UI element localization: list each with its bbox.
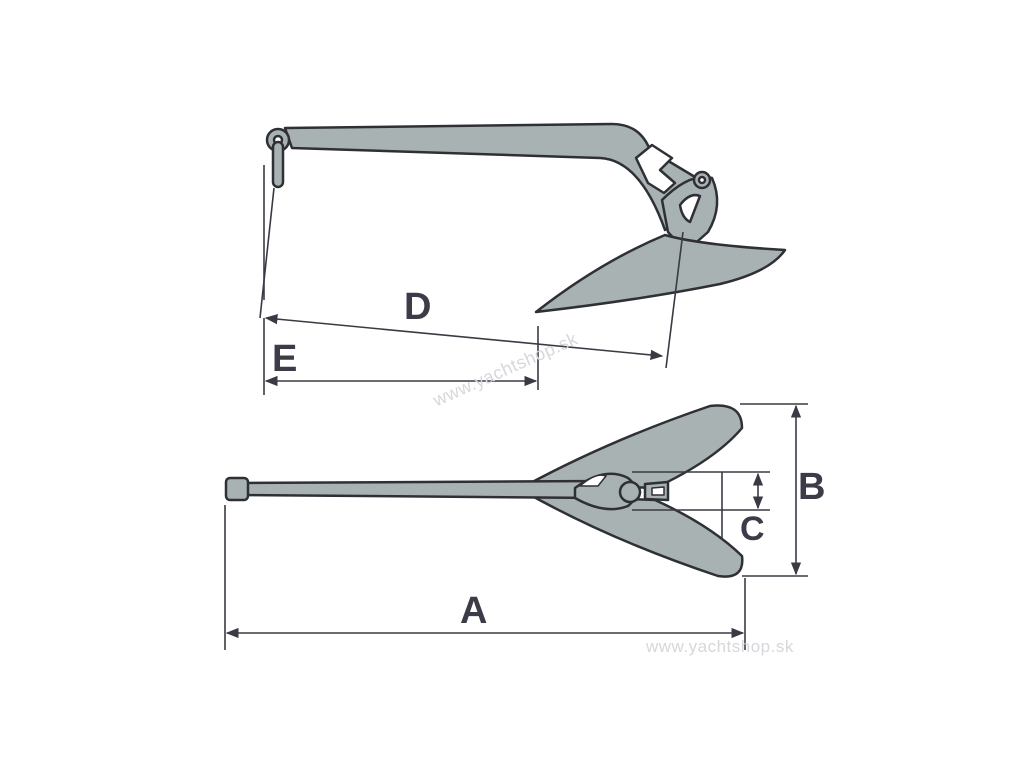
label-e: E	[272, 338, 298, 380]
top-nose-slot	[651, 486, 665, 496]
side-fluke	[534, 233, 787, 314]
label-a: A	[460, 590, 488, 632]
dim-d-ext-left	[259, 187, 275, 319]
dimension-lines	[224, 165, 808, 650]
side-hinge-slot	[678, 193, 702, 224]
label-d: D	[404, 286, 432, 328]
side-shackle-pin	[271, 140, 285, 189]
dim-d-ext-right	[665, 231, 684, 369]
side-hinge-pin-hole	[697, 175, 707, 185]
dim-d-line	[264, 314, 664, 360]
top-fluke-upper	[523, 404, 744, 490]
top-slot-upper	[579, 474, 607, 487]
top-fluke-lower	[523, 490, 744, 578]
side-view	[265, 122, 787, 314]
top-view	[224, 404, 744, 578]
label-c: C	[740, 510, 765, 548]
side-shank	[283, 122, 702, 232]
watermark-bottom: www.yachtshop.sk	[646, 637, 794, 656]
side-shank-slot	[634, 143, 677, 195]
top-hinge-pin	[618, 480, 642, 504]
top-shackle	[224, 476, 250, 502]
label-b: B	[798, 466, 826, 508]
